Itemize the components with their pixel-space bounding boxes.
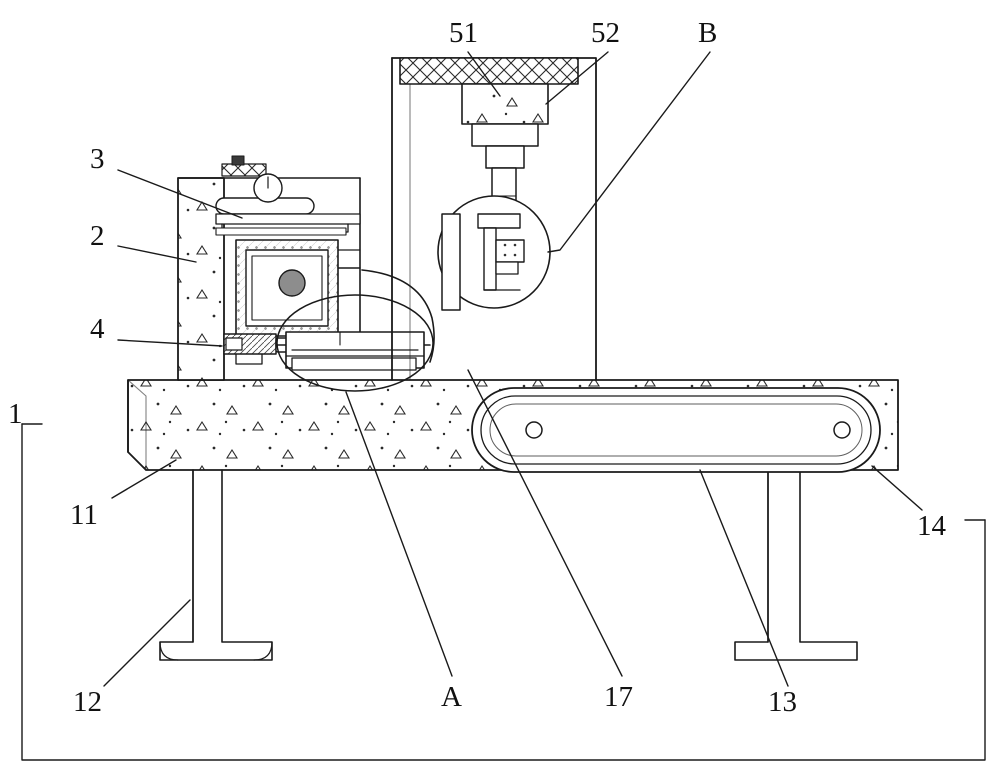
detail-circle-B — [437, 195, 551, 311]
label-A: A — [441, 681, 462, 713]
reference-numerals: 51 52 B 3 2 4 1 11 14 12 A 17 13 — [8, 17, 947, 718]
conveyor-belt-13 — [471, 387, 881, 473]
label-11: 11 — [70, 499, 98, 531]
slide-plate-A — [285, 331, 425, 371]
label-13: 13 — [768, 686, 797, 718]
label-14: 14 — [917, 510, 947, 542]
leader-lines — [103, 51, 923, 687]
label-52: 52 — [591, 17, 620, 49]
label-4: 4 — [90, 313, 105, 345]
support-legs-12 — [159, 469, 273, 661]
label-17: 17 — [604, 681, 633, 713]
mold-box — [235, 239, 361, 347]
overall-dimension-bracket — [21, 423, 986, 761]
label-3: 3 — [90, 143, 105, 175]
control-panel-3 — [215, 155, 361, 236]
press-head-51 — [399, 57, 579, 169]
label-2: 2 — [90, 220, 105, 252]
label-1: 1 — [8, 398, 23, 430]
label-B: B — [698, 17, 717, 49]
label-51: 51 — [449, 17, 478, 49]
detail-circle-A — [276, 294, 434, 392]
support-legs-13-right — [734, 469, 858, 661]
label-12: 12 — [73, 686, 102, 718]
bracket-17 — [361, 269, 435, 363]
